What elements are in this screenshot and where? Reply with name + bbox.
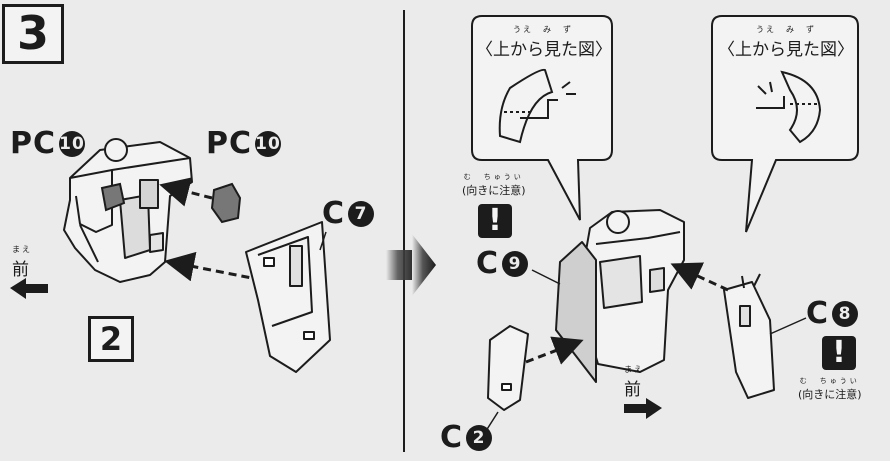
leader-c8 — [769, 317, 807, 335]
torso-part-left — [63, 141, 193, 283]
leader-c7 — [319, 231, 327, 251]
ball-joint — [104, 138, 128, 162]
ball-joint-right — [606, 210, 630, 234]
front-label-right: まえ 前 — [624, 364, 644, 400]
insert-arrow-c2 — [525, 336, 584, 365]
caption-ruby: うえ み ず — [513, 25, 573, 34]
c7-armor-part — [245, 221, 331, 373]
front-text: 前 — [624, 380, 641, 400]
step-transition-arrow — [412, 234, 436, 296]
insert-arrow-c7 — [164, 251, 263, 282]
c-part-label: C — [806, 296, 830, 331]
top-view-caption-left: うえ み ず 〈上から見た図〉 — [476, 24, 612, 60]
front-direction-arrow-left — [10, 278, 48, 299]
note-ruby: む ちゅうい — [799, 377, 860, 385]
note-text: (向きに注意) — [798, 388, 862, 401]
insert-arrow-c8 — [670, 262, 729, 292]
c2-armor-part — [487, 325, 529, 411]
orientation-note-right: む ちゅうい (向きに注意) — [798, 376, 862, 402]
top-view-caption-right: うえ み ず 〈上から見た図〉 — [716, 24, 856, 60]
pc-part-inserted — [100, 182, 126, 212]
orientation-note-left: む ちゅうい (向きに注意) — [462, 172, 526, 198]
c-part-label: C — [322, 196, 346, 231]
front-text: 前 — [12, 260, 29, 280]
caution-icon-right: ! — [822, 336, 856, 370]
caption-ruby: うえ み ず — [756, 25, 816, 34]
part-number-badge: 10 — [255, 131, 282, 157]
part-number-badge: 2 — [466, 425, 493, 451]
sub-step-box: 2 — [88, 316, 134, 362]
note-ruby: む ちゅうい — [463, 173, 524, 181]
front-label-left: まえ 前 — [12, 244, 32, 280]
step-number-box: 3 — [2, 4, 64, 64]
caution-icon-left: ! — [478, 204, 512, 238]
pc-part-loose — [210, 182, 242, 224]
c8-armor-part — [723, 273, 775, 399]
top-view-detail-left — [498, 68, 576, 144]
c-part-label: C — [476, 246, 500, 281]
part-number-badge: 7 — [348, 201, 375, 227]
insert-arrow-pc — [159, 177, 213, 207]
torso-part-right — [555, 209, 685, 383]
leader-c9 — [531, 269, 561, 285]
front-ruby: まえ — [12, 245, 32, 254]
front-direction-arrow-right — [624, 398, 662, 419]
pc-part-label: PC — [10, 126, 57, 161]
caption-text: 〈上から見た図〉 — [476, 40, 612, 60]
c-part-label: C — [440, 420, 464, 455]
caption-text: 〈上から見た図〉 — [718, 40, 854, 60]
part-number-badge: 10 — [59, 131, 86, 157]
pc-part-label: PC — [206, 126, 253, 161]
top-view-callout-right — [711, 15, 859, 233]
note-text: (向きに注意) — [462, 184, 526, 197]
part-number-badge: 9 — [502, 251, 529, 277]
part-number-badge: 8 — [832, 301, 859, 327]
front-ruby: まえ — [624, 365, 644, 374]
top-view-detail-right — [756, 70, 822, 144]
